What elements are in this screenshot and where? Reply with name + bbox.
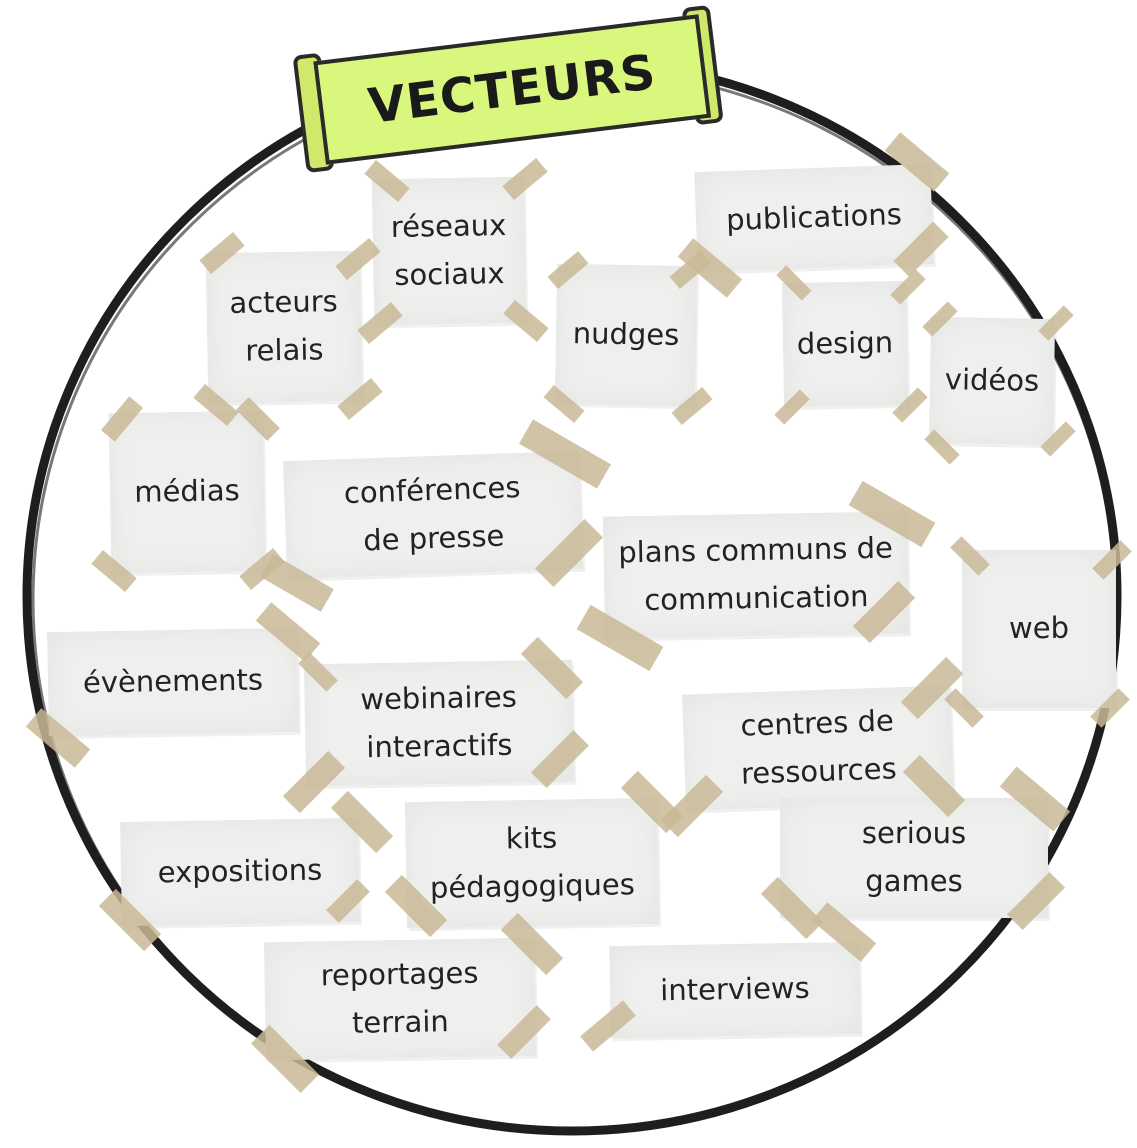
note-label: webinaires interactifs [360, 679, 518, 765]
note-label: évènements [82, 662, 264, 700]
note-label: réseaux sociaux [390, 208, 507, 292]
note-label: plans communs de communication [618, 530, 894, 617]
note-label: conférences de presse [343, 470, 521, 558]
note-expositions: expositions [120, 817, 360, 927]
note-evenements: évènements [47, 627, 299, 737]
note-videos: vidéos [928, 316, 1056, 446]
note-label: serious games [861, 816, 967, 898]
note-label: web [1009, 611, 1069, 646]
note-label: vidéos [944, 362, 1040, 398]
note-label: centres de ressources [739, 703, 898, 791]
note-label: nudges [572, 316, 680, 353]
note-label: design [796, 325, 894, 361]
note-label: kits pédagogiques [429, 820, 636, 905]
note-label: publications [725, 197, 903, 238]
note-conferences-de-presse: conférences de presse [283, 450, 583, 580]
note-label: acteurs relais [229, 284, 339, 368]
note-interviews: interviews [609, 941, 861, 1039]
note-kits-pedagogiques: kits pédagogiques [404, 797, 660, 929]
note-medias: médias [108, 410, 266, 574]
page-title: VECTEURS [365, 44, 660, 135]
note-acteurs-relais: acteurs relais [205, 250, 363, 404]
note-label: reportages terrain [320, 955, 479, 1040]
note-reportages-terrain: reportages terrain [263, 937, 537, 1061]
note-web: web [962, 550, 1116, 708]
note-label: médias [133, 473, 240, 509]
note-serious-games: serious games [780, 798, 1048, 918]
note-label: expositions [157, 852, 323, 890]
note-label: interviews [659, 970, 811, 1008]
